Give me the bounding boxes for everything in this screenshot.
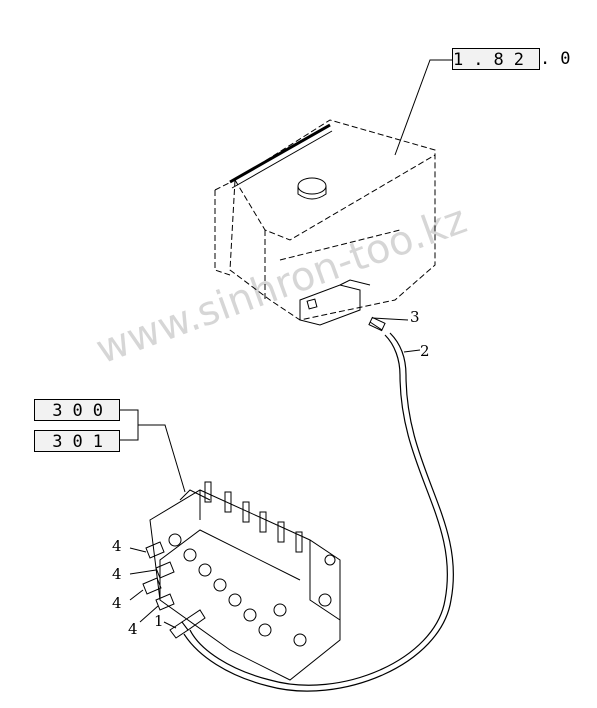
hose-1-fitting: [169, 609, 206, 639]
reference-box-1-82: 1.82: [452, 48, 540, 70]
valve-spools: [204, 481, 303, 553]
callout-2: 2: [420, 342, 430, 360]
tank-outlet-block: [299, 279, 371, 326]
hose-2: [183, 332, 454, 692]
callout-4-fourth: 4: [128, 620, 138, 638]
callout-4-third: 4: [112, 594, 122, 612]
tank-return-fitting: [368, 316, 386, 332]
callout-3: 3: [410, 308, 420, 326]
control-valve-bank: [149, 489, 341, 681]
leader-lines: [120, 59, 452, 629]
callout-1: 1: [154, 612, 164, 630]
tank-handle: [229, 123, 333, 189]
reference-box-301: 301: [34, 430, 120, 452]
callout-4-first: 4: [112, 537, 122, 555]
callout-4-second: 4: [112, 565, 122, 583]
tank-filler-cap: [297, 177, 327, 200]
reference-suffix-0: .0: [540, 49, 581, 69]
adapter-fittings-4: [142, 541, 175, 611]
reference-box-300: 300: [34, 399, 120, 421]
